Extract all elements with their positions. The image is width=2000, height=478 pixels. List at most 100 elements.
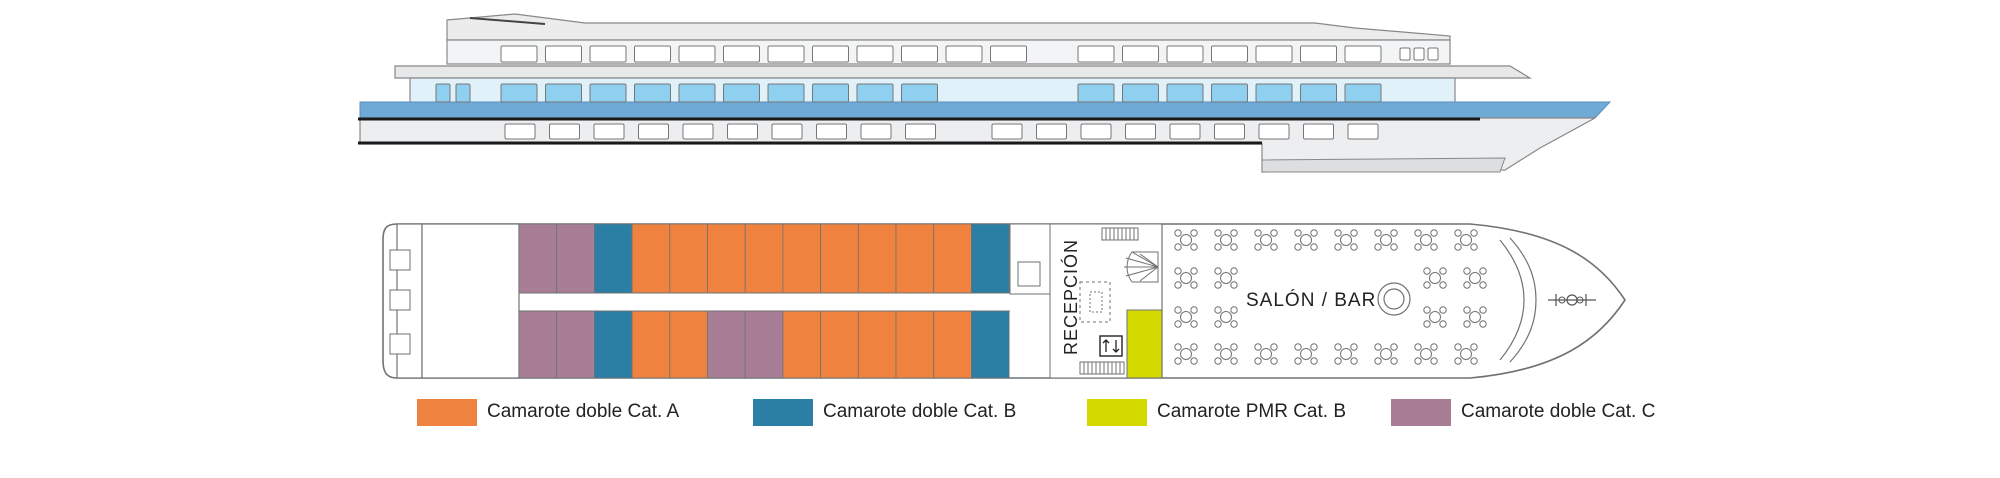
salon-tables: [1174, 229, 1487, 365]
window: [1413, 47, 1425, 61]
legend-label: Camarote doble Cat. C: [1461, 401, 1656, 422]
cabin-cat-a: [895, 223, 935, 294]
cabin-cat-a: [669, 223, 708, 294]
table-icon: [1214, 229, 1238, 251]
elevator-icon: [1099, 335, 1123, 357]
window: [905, 123, 936, 140]
cabin-cat-a: [669, 310, 708, 379]
window: [435, 83, 451, 103]
cabin-cat-b: [594, 310, 633, 379]
window: [1344, 45, 1382, 63]
legend-swatch-orange: [417, 398, 477, 426]
ship-side-view: [358, 13, 1612, 173]
window: [1036, 123, 1067, 140]
table-icon: [1174, 229, 1198, 251]
cabin-cat-c: [707, 310, 746, 379]
window: [1122, 83, 1159, 103]
window: [638, 123, 669, 140]
window: [1169, 123, 1201, 140]
service-box: [1017, 261, 1041, 287]
window: [1255, 83, 1293, 103]
cabin-cat-a: [631, 223, 671, 294]
cabin-cat-a: [820, 223, 859, 294]
table-icon: [1454, 343, 1478, 365]
table-icon: [1174, 267, 1198, 289]
cabin-cat-a: [857, 310, 897, 379]
deck-plan: RECEPCIÓN SALÓN / BAR: [382, 223, 1626, 379]
table-icon: [1463, 267, 1487, 289]
window: [860, 123, 892, 140]
legend-item-cat-c: Camarote doble Cat. C: [1391, 397, 1655, 427]
window: [1258, 123, 1290, 140]
round-bar-icon: [1377, 282, 1411, 316]
cabin-cat-c: [556, 310, 595, 379]
spiral-staircase-icon: [1124, 251, 1159, 283]
window: [723, 83, 760, 103]
window: [545, 83, 582, 103]
table-icon: [1214, 343, 1238, 365]
window: [1166, 45, 1204, 63]
window: [990, 45, 1027, 63]
stern-box: [389, 289, 411, 311]
window: [593, 123, 625, 140]
cabin-cat-c: [518, 310, 558, 379]
stern-box: [389, 249, 411, 271]
legend-label: Camarote doble Cat. B: [823, 401, 1017, 422]
stairs-top: [1101, 227, 1139, 241]
window: [1211, 45, 1248, 63]
window: [945, 45, 983, 63]
cabin-cat-a: [744, 223, 784, 294]
window: [500, 45, 538, 63]
window: [549, 123, 580, 140]
window: [1347, 123, 1379, 140]
reception-label: RECEPCIÓN: [1060, 239, 1081, 355]
anchor-windlass-icon: [1548, 294, 1596, 306]
table-icon: [1174, 343, 1198, 365]
window: [901, 45, 938, 63]
window: [767, 83, 805, 103]
window: [1300, 45, 1337, 63]
window: [856, 45, 894, 63]
legend-item-pmr: Camarote PMR Cat. B: [1087, 397, 1346, 427]
window: [682, 123, 714, 140]
roof-slant-line: [469, 17, 546, 25]
legend-item-cat-b: Camarote doble Cat. B: [753, 397, 1016, 427]
window: [1077, 83, 1115, 103]
stern-box: [389, 333, 411, 355]
window: [589, 45, 627, 63]
reception-desk: [1079, 281, 1111, 323]
table-icon: [1334, 229, 1358, 251]
window: [455, 83, 471, 103]
window: [812, 83, 849, 103]
legend: Camarote doble Cat. A Camarote doble Cat…: [0, 397, 2000, 427]
cabin-blocks: [518, 223, 1010, 379]
legend-swatch-mauve: [1391, 398, 1451, 426]
window: [1166, 83, 1204, 103]
legend-swatch-yellow: [1087, 398, 1147, 426]
window: [771, 123, 803, 140]
table-icon: [1214, 267, 1238, 289]
window: [504, 123, 536, 140]
stairs-bottom: [1079, 361, 1125, 375]
window: [1214, 123, 1245, 140]
window: [723, 45, 760, 63]
table-icon: [1294, 343, 1318, 365]
table-icon: [1334, 343, 1358, 365]
cabin-cat-a: [820, 310, 859, 379]
legend-item-cat-a: Camarote doble Cat. A: [417, 397, 679, 427]
cabin-cat-c: [518, 223, 558, 294]
window: [727, 123, 758, 140]
table-icon: [1423, 306, 1447, 328]
window: [500, 83, 538, 103]
pmr-cabin: [1126, 309, 1163, 379]
window: [901, 83, 938, 103]
table-icon: [1294, 229, 1318, 251]
window: [1255, 45, 1293, 63]
table-icon: [1423, 267, 1447, 289]
cabin-cat-a: [631, 310, 671, 379]
cabin-cat-c: [556, 223, 595, 294]
window: [1344, 83, 1382, 103]
cabin-cat-a: [933, 310, 972, 379]
table-icon: [1454, 229, 1478, 251]
salon-label: SALÓN / BAR: [1246, 289, 1376, 311]
